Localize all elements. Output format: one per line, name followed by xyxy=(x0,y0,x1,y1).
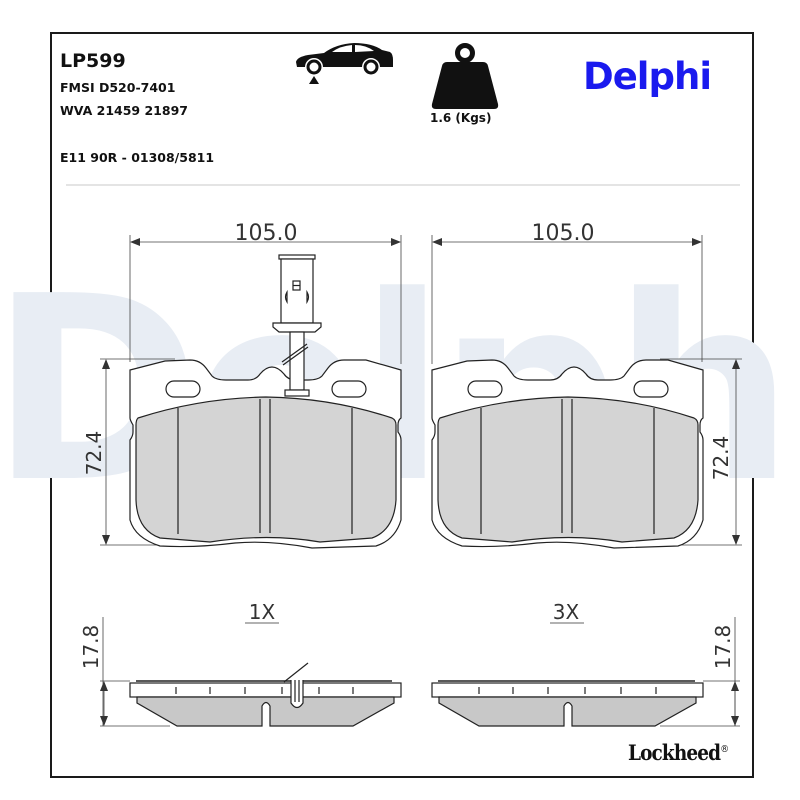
registered-mark: ® xyxy=(720,744,729,755)
fmsi-code: FMSI D520-7401 xyxy=(60,80,176,95)
right-side-thickness-label: 17.8 xyxy=(711,625,735,670)
ece-approval: E11 90R - 01308/5811 xyxy=(60,150,215,165)
left-pad-width-label: 105.0 xyxy=(235,221,298,246)
left-side-thickness-label: 17.8 xyxy=(79,625,103,670)
weight-icon xyxy=(431,43,499,109)
left-pad-height-label: 72.4 xyxy=(82,431,106,476)
left-side-quantity-label: 1X xyxy=(249,600,276,624)
left-pad-front-view xyxy=(100,235,402,549)
delphi-logo: Delphi xyxy=(583,55,712,98)
right-side-quantity-label: 3X xyxy=(553,600,580,624)
wva-code: WVA 21459 21897 xyxy=(60,103,188,118)
left-pad-side-view xyxy=(100,617,402,727)
right-pad-width-label: 105.0 xyxy=(532,221,595,246)
lockheed-logo: Lockheed® xyxy=(628,740,729,765)
right-pad-height-label: 72.4 xyxy=(709,436,733,481)
part-number: LP599 xyxy=(60,50,126,72)
header-divider xyxy=(66,184,740,186)
weight-label: 1.6 (Kgs) xyxy=(430,111,492,125)
car-front-axle-icon xyxy=(296,43,393,84)
right-pad-front-view xyxy=(431,235,742,549)
right-pad-side-view xyxy=(431,617,740,727)
lockheed-name: Lockheed xyxy=(628,740,721,765)
